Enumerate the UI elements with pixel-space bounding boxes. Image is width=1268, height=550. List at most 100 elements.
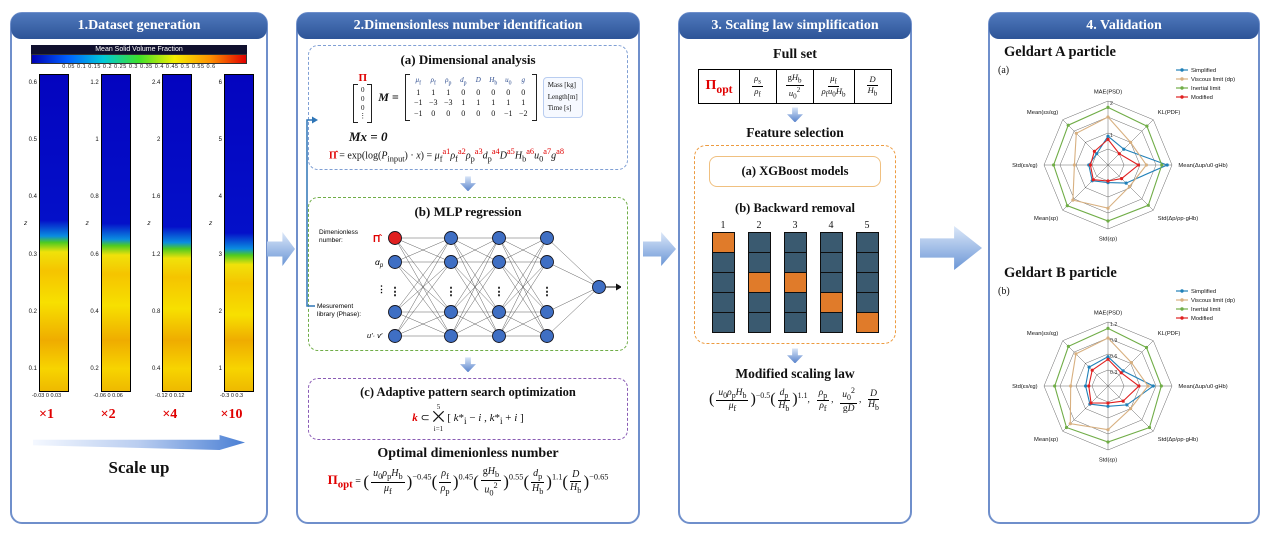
radar-series-marker [1106,401,1110,405]
radar-series-marker [1106,428,1110,432]
matrix-header-cell: g [521,75,526,84]
matrix-cell: 1 [476,98,481,108]
scale-factor-label: ×10 [220,407,243,422]
radar-axis-label: KL(PDF) [1158,110,1181,116]
mlp-edge [450,238,500,337]
radar-chart-geldart-b: MAE(PSD)KL(PDF)Mean(Δup/u0·gHb)Std(Δp/ρp… [1012,289,1235,463]
radar-axis-label: Std(εs/εg) [1012,163,1038,169]
matrix-cell: 0 [491,87,496,97]
backward-column-4: 4 [819,220,843,334]
y-tick-label: 0.2 [90,365,99,372]
legend-marker [1180,95,1184,99]
scale-up-label: Scale up [108,458,170,477]
mlp-edge [546,287,600,337]
backward-cell [855,292,879,314]
mlp-edge [394,238,452,263]
radar-series-marker [1106,326,1110,330]
full-set-cell: Πopt [699,70,740,104]
backward-cell [783,292,807,314]
legend-marker [1180,68,1184,72]
radar-series-marker [1120,177,1124,181]
down-arrow-fullset [787,107,803,123]
y-tick-label: 0.4 [151,365,161,372]
matrix-cell: 0 [461,87,466,97]
mlp-node [444,231,458,246]
mlp-edge [498,238,548,263]
mlp-node [492,255,506,270]
radar-series-marker [1066,123,1070,127]
mlp-edge [450,238,500,263]
radar-series-marker [1087,384,1091,388]
pi-vector-entry: 0 [361,103,365,112]
matrix-cell: −2 [519,108,528,118]
matrix-cell: 0 [476,87,481,97]
radar-series-marker [1106,105,1110,109]
mlp-output-node [592,280,606,295]
backward-cell [783,312,807,334]
legend-label: Inertial limit [1191,86,1221,92]
matrix-cell: 0 [446,108,451,118]
backward-column-3: 3 [783,220,807,334]
chart-a-tag: (a) [998,65,1010,76]
backward-cell [747,312,771,334]
backward-column-5: 5 [855,220,879,334]
unit-label: Mass [kg] [547,80,576,89]
radar-series-marker [1066,344,1070,348]
mlp-edge [394,238,452,337]
backward-column-number: 5 [864,220,870,232]
radar-series-marker [1119,371,1123,375]
y-tick-label: 0.4 [90,308,99,315]
radar-series-marker [1088,163,1092,167]
pi-vector-entry: ⋮ [359,112,367,121]
radar-series-marker [1125,403,1129,407]
mlp-input-label: Π̂ [373,234,382,245]
unit-label: Time [s] [547,104,572,113]
radar-series-marker [1091,178,1095,182]
modified-law-heading: Modified scaling law [735,366,855,382]
radar-axis-label: Mean(εs/εg) [1027,110,1058,116]
mlp-edge [546,238,600,288]
matrix-cell: 1 [416,87,421,97]
mlp-input-label: library (Phase): [317,311,361,318]
radar-axis-label: Mean(Δup/u0·gHb) [1178,163,1227,169]
radar-series-marker [1129,361,1133,365]
panel2-header: 2.Dimensionless number identification [297,13,639,39]
backward-cell-removed [855,312,879,334]
flow-arrow-3 [920,226,982,270]
fluidized-bed-column [162,74,193,392]
y-tick-label: 1 [95,137,99,144]
mlp-edge [546,262,600,288]
radar-series-marker [1145,124,1149,128]
mlp-edge [450,262,500,337]
mlp-input-label: number: [319,237,343,244]
mlp-node [492,305,506,320]
pi-hat-equation: Π̂ = exp(log(Pinput) · x) = μfa1ρfa2ρpa3… [329,147,565,164]
panel-validation: 4. Validation Geldart A particle (a) MAE… [988,12,1260,524]
radar-axis-label: Std(Δp/ρp·gHb) [1158,216,1198,222]
mlp-node [540,329,554,344]
mlp-input-label: ⋮ [377,284,386,294]
matrix-cell: 1 [521,98,526,108]
fluidized-bed-column [100,74,131,392]
geldart-a-title: Geldart A particle [1004,44,1116,60]
pattern-search-heading: (c) Adaptive pattern search optimization [360,385,576,400]
mlp-edge [498,262,548,337]
matrix-header-cell: μf [415,75,422,87]
mlp-node [492,329,506,344]
feature-selection-heading: Feature selection [746,125,844,141]
radar-spoke [1062,164,1109,211]
radar-series-marker [1074,131,1078,135]
geldart-b-title: Geldart B particle [1004,265,1117,281]
radar-series-marker [1072,163,1076,167]
radar-series-marker [1136,163,1140,167]
unit-labels: Mass [kg]Length[m]Time [s] [542,76,583,119]
matrix-cell: −1 [414,108,423,118]
mlp-edge [394,312,452,337]
